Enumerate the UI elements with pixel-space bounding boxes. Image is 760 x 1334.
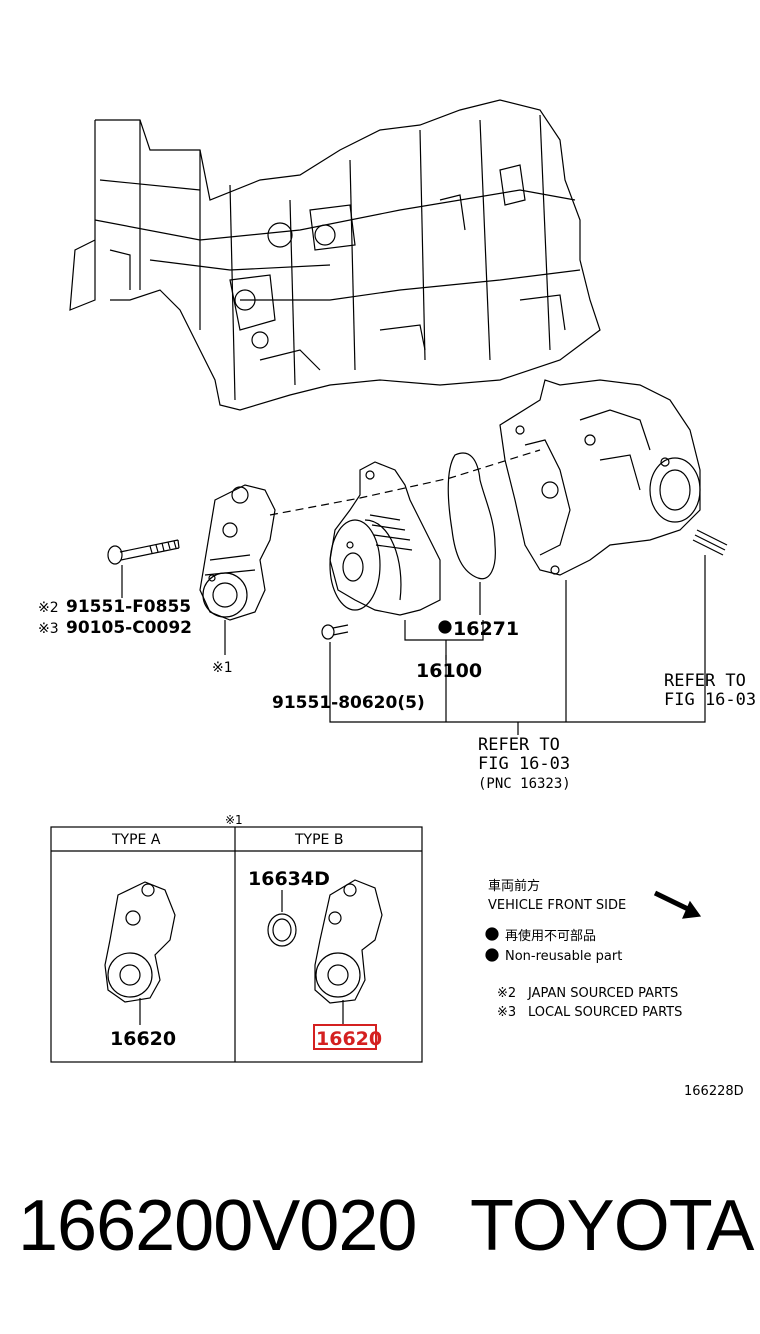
type-a-tensioner-drawing xyxy=(104,881,176,1025)
seal-label: 16634D xyxy=(248,868,330,890)
bolt-long-drawing xyxy=(107,539,180,565)
refer-right-line1: REFER TO xyxy=(664,671,746,691)
water-pump-drawing xyxy=(329,461,441,616)
japan-mark: ※2 xyxy=(497,986,516,1001)
refer-mid-line1: REFER TO xyxy=(478,735,560,755)
gasket-drawing xyxy=(447,452,496,580)
mark-local-1: ※3 xyxy=(38,621,59,637)
part-number: 166200V020 xyxy=(18,1186,417,1266)
belt-tensioner-drawing xyxy=(199,484,276,621)
highlight-box xyxy=(313,1024,377,1050)
type-a-header: TYPE A xyxy=(111,832,161,848)
local-mark: ※3 xyxy=(497,1005,516,1020)
type-b-part-label: 16620 xyxy=(316,1028,382,1050)
refer-mid-line2: FIG 16-03 xyxy=(478,754,570,774)
type-a-part-label: 16620 xyxy=(110,1028,176,1050)
type-table xyxy=(50,826,423,1063)
diagram-code: 166228D xyxy=(684,1084,744,1099)
timing-cover-drawing xyxy=(499,379,701,576)
bolt-short-drawing xyxy=(321,624,349,640)
refer-mid-line3: (PNC 16323) xyxy=(478,776,571,792)
type-b-tensioner-drawing xyxy=(267,879,383,1025)
front-arrow-icon xyxy=(653,890,692,913)
non-reusable-dot-icon-2 xyxy=(485,948,499,962)
bolt-short-label: 91551-80620(5) xyxy=(272,693,425,713)
gasket-nonreusable-dot-icon xyxy=(438,620,452,634)
nonreuse-jp-label: 再使用不可部品 xyxy=(505,928,596,944)
brand-name: TOYOTA xyxy=(470,1186,754,1266)
japan-parts-label: JAPAN SOURCED PARTS xyxy=(527,986,678,1001)
bolt-japan-label: 91551-F0855 xyxy=(66,597,191,617)
type-b-header: TYPE B xyxy=(294,832,343,848)
mark1-top-label: ※1 xyxy=(225,813,243,827)
gasket-label: 16271 xyxy=(453,618,519,640)
mark-japan-1: ※2 xyxy=(38,600,59,616)
non-reusable-dot-icon xyxy=(485,927,499,941)
pump-label: 16100 xyxy=(416,660,482,682)
engine-block-drawing xyxy=(69,99,601,411)
nonreuse-en-label: Non-reusable part xyxy=(505,949,622,964)
front-jp-label: 車両前方 xyxy=(488,878,540,894)
local-parts-label: LOCAL SOURCED PARTS xyxy=(528,1005,682,1020)
front-en-label: VEHICLE FRONT SIDE xyxy=(488,898,626,913)
mark1-label: ※1 xyxy=(212,660,233,676)
refer-right-line2: FIG 16-03 xyxy=(664,690,756,710)
bolt-local-label: 90105-C0092 xyxy=(66,618,192,638)
